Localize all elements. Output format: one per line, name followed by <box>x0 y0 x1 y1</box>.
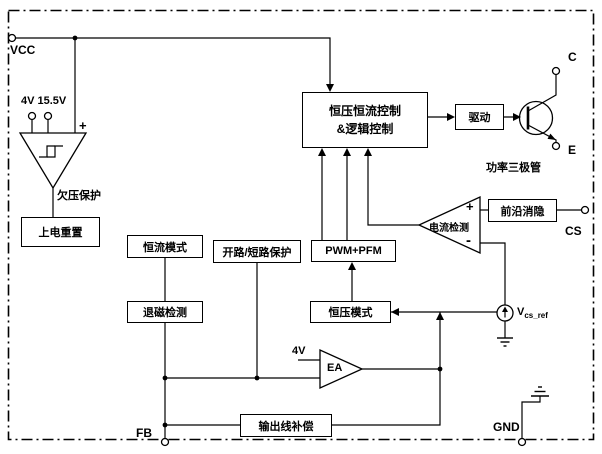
cvcc-control-line1: 恒压恒流控制 <box>328 104 401 118</box>
pin-terminals <box>7 33 590 447</box>
uvlo-thresholds-label: 4V 15.5V <box>21 95 67 107</box>
cs-terminal <box>580 205 590 215</box>
gnd-terminal <box>517 437 527 447</box>
wires <box>16 37 581 439</box>
pin-label-vcc: VCC <box>10 43 36 57</box>
block-power-on-reset: 上电重置 <box>21 217 100 247</box>
emitter-terminal <box>551 141 561 151</box>
pin-label-emitter: E <box>568 143 577 157</box>
uvlo-4v-terminal <box>27 111 37 121</box>
current-sense-plus-sign: + <box>466 199 474 214</box>
junction-dots <box>72 35 443 428</box>
block-pwm-pfm: PWM+PFM <box>311 240 396 262</box>
vcs-ref-label: Vcs_ref <box>517 306 548 320</box>
pin-label-fb: FB <box>136 426 152 440</box>
uvlo-plus-sign: + <box>79 118 87 133</box>
power-transistor-symbol <box>518 75 557 143</box>
ea-label: EA <box>327 362 343 374</box>
pin-label-gnd: GND <box>493 420 520 434</box>
block-output-line-compensation: 输出线补偿 <box>240 414 332 437</box>
block-open-short-protection: 开路/短路保护 <box>213 240 301 263</box>
block-driver: 驱动 <box>455 104 504 130</box>
pin-label-cs: CS <box>565 224 582 238</box>
uvlo-name-label: 欠压保护 <box>57 190 101 202</box>
block-cvcc-logic-control: 恒压恒流控制 &逻辑控制 <box>302 92 428 148</box>
fb-terminal <box>160 437 170 447</box>
power-transistor-label: 功率三极管 <box>486 162 541 174</box>
current-sense-label: 电流检测 <box>429 223 469 234</box>
block-cv-mode: 恒压模式 <box>310 301 391 323</box>
block-demag-detect: 退磁检测 <box>127 301 203 323</box>
cvcc-control-line2: &逻辑控制 <box>336 122 394 136</box>
ea-reference-label: 4V <box>292 345 306 357</box>
vcs-ground-symbol <box>497 337 513 347</box>
vcs-ref-sub: cs_ref <box>524 311 548 321</box>
outer-border <box>7 9 595 441</box>
vcc-terminal <box>7 33 17 43</box>
block-leading-edge-blanking: 前沿消隐 <box>488 199 557 222</box>
current-sense-comparator <box>417 195 481 255</box>
current-sense-minus-sign: - <box>466 232 471 249</box>
arrowheads <box>318 84 521 320</box>
block-cc-mode: 恒流模式 <box>127 235 203 258</box>
gnd-ground-symbol <box>531 386 549 397</box>
ea-amplifier <box>319 348 364 390</box>
vcs-ref-base: V <box>517 306 525 318</box>
uvlo-comparator <box>18 132 88 190</box>
vcs-ref-source <box>496 304 514 322</box>
collector-terminal <box>551 66 561 76</box>
uvlo-15v-terminal <box>43 111 53 121</box>
pin-label-collector: C <box>568 50 577 64</box>
